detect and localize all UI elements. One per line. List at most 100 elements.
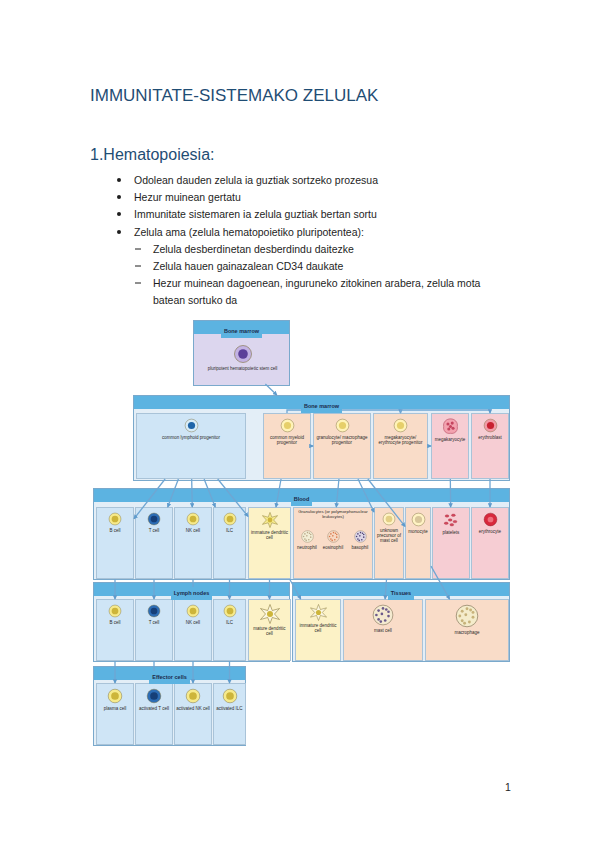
cell-icon [327, 530, 340, 543]
section-band: BloodB cellT cellNK cellILCimmature dend… [93, 488, 510, 580]
cell-granule [463, 622, 466, 625]
platelet-shape [453, 520, 457, 522]
cell-label: megakaryocyte/ erythrocyte progenitor [374, 435, 427, 445]
cell-nucleus [112, 608, 119, 615]
cell-granule [358, 540, 360, 542]
cell-icon [262, 512, 278, 528]
cell-body [394, 419, 407, 432]
cell-granule [334, 532, 336, 534]
cell-label: pluripotent hematopoietic stem cell [207, 366, 278, 371]
cell-label: B cell [108, 528, 121, 533]
cell-panel: common lymphoid progenitor [136, 413, 246, 479]
cell-granule [387, 610, 390, 613]
cell-nucleus [338, 422, 345, 429]
page-title: IMMUNITATE-SISTEMAKO ZELULAK [90, 86, 378, 106]
cell-panel: immature dendritic cell [248, 507, 291, 579]
cell-icon [483, 512, 498, 527]
cell-panel: monocyte [405, 507, 431, 579]
cell-granule [472, 616, 475, 619]
band-title: Blood [291, 493, 313, 506]
cell-label: NK cell [185, 620, 201, 625]
cell-panel: pluripotent hematopoietic stem cell [201, 340, 284, 384]
cell-granule [379, 620, 382, 623]
cell-granule [304, 538, 306, 540]
cell-icon [107, 688, 123, 704]
cell-body [186, 689, 200, 703]
bullet-text: Immunitate sistemaren ia zelula guztiak … [134, 206, 514, 223]
cell-granule [328, 536, 330, 538]
cell-nucleus [226, 692, 234, 700]
cell-granule [377, 609, 380, 612]
cell-label: immature dendritic cell [296, 623, 340, 633]
cell-panel: erythrocyte [471, 507, 509, 579]
platelet-shape [445, 515, 449, 517]
cell-granule [382, 607, 385, 610]
cell-panel: common myeloid progenitor [263, 413, 311, 479]
cell-icon [382, 512, 396, 526]
cell-panel: T cell [135, 507, 173, 579]
cell-panel: T cell [135, 599, 173, 661]
cell-body [234, 346, 251, 363]
cell-icon [186, 604, 200, 618]
dash-marker [135, 266, 141, 267]
cell-body [109, 605, 121, 617]
cell-granule [308, 539, 310, 541]
cell-label: activated T cell [138, 706, 170, 711]
cell-granule [362, 536, 364, 538]
section-band: Bone marrow common lymphoid progenitor com… [133, 395, 510, 481]
cell-granule [375, 614, 378, 617]
cell-body [327, 531, 339, 543]
cell-icon [108, 512, 122, 526]
platelet-shape [451, 514, 455, 516]
cell-body [373, 605, 393, 625]
cell-panel: B cell [96, 507, 134, 579]
cell-nucleus [151, 516, 158, 523]
cell-group: Granulocytes (or polymorphonuclear leuko… [293, 507, 373, 579]
cell-panel: erythroblast [471, 413, 509, 479]
cell-granule [357, 538, 359, 540]
platelet-shape [450, 524, 454, 526]
sub-bullet-text: Zelula hauen gainazalean CD34 daukate [153, 258, 493, 275]
cell-granule [362, 534, 364, 536]
cell-panel: basophil [346, 526, 374, 580]
cell-icon [186, 512, 200, 526]
cell-icon [443, 512, 459, 528]
bullet-dot [117, 195, 121, 199]
cell-body [383, 513, 395, 525]
cell-panel: granulocyte/ macrophage progenitor [313, 413, 371, 479]
cell-label: macrophage [453, 630, 480, 635]
cell-panel: eosinophil [320, 526, 346, 580]
cell-nucleus [187, 422, 194, 429]
cell-granule [332, 535, 334, 537]
band-header: Blood [94, 489, 509, 502]
cell-granule [331, 540, 333, 542]
dendritic-shape [260, 605, 279, 624]
cell-body [185, 419, 198, 432]
cell-panel: macrophage [425, 599, 509, 661]
cell-granule [361, 532, 363, 534]
bullet-text: Zelula ama (zelula hematopoietiko plurip… [134, 224, 514, 241]
band-title: Bone marrow [301, 400, 342, 413]
cell-label: mature dendritic cell [249, 626, 290, 636]
cell-body [148, 513, 160, 525]
cell-icon [455, 604, 479, 628]
band-header: Effector cells [94, 667, 245, 680]
cell-granule [458, 615, 461, 618]
cell-nucleus [447, 428, 450, 431]
cell-granule [385, 608, 388, 611]
cell-granule [302, 536, 304, 538]
cell-label: T cell [148, 528, 161, 533]
cell-granule [466, 607, 469, 610]
cell-icon [185, 688, 201, 704]
cell-nucleus [238, 349, 248, 359]
cell-granule [305, 540, 307, 542]
cell-label: ILC [225, 528, 234, 533]
erythrocyte-center [487, 517, 493, 523]
cell-panel: neutrophil [294, 526, 320, 580]
section-band: Effector cellsplasma cellactivated T cel… [93, 666, 246, 746]
cell-granule [359, 535, 361, 537]
cell-icon [301, 530, 314, 543]
page-number: 1 [505, 779, 525, 796]
bullet-text: Hezur muinean gertatu [134, 189, 514, 206]
cell-label: monocyte [407, 529, 429, 534]
